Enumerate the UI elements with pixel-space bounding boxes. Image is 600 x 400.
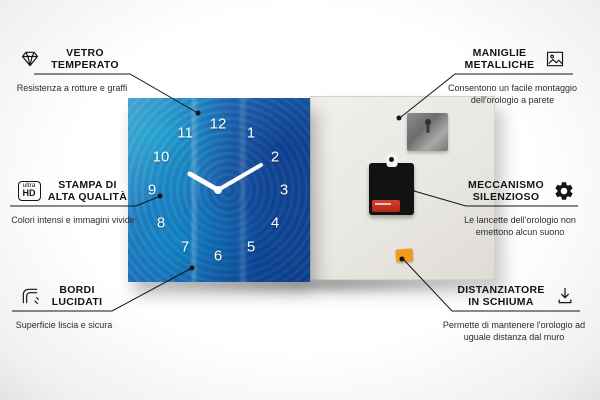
polished-edge-icon	[20, 286, 40, 306]
callout-desc: Permette di mantenere l'orologio ad ugua…	[442, 320, 586, 342]
callout-meccanismo-silenzioso: MECCANISMO SILENZIOSO Le lancette dell'o…	[455, 176, 585, 238]
gear-icon	[553, 180, 575, 202]
callout-vetro-temperato: VETRO TEMPERATO Resistenza a rotture e g…	[8, 44, 136, 95]
clock-number: 4	[270, 214, 280, 232]
callout-desc: Superficie liscia e sicura	[15, 320, 113, 330]
callout-maniglie-metalliche: MANIGLIE METALLICHE Consentono un facile…	[440, 44, 585, 106]
clock-number: 6	[213, 247, 223, 265]
callout-title: VETRO TEMPERATO	[51, 46, 119, 71]
foam-spacer-icon	[555, 286, 575, 306]
callout-stampa-alta-qualita: ultra HD STAMPA DI ALTA QUALITÀ Colori i…	[8, 176, 138, 227]
ultra-hd-icon: ultra HD	[17, 180, 41, 202]
callout-title: MECCANISMO SILENZIOSO	[468, 178, 544, 203]
callout-desc: Consentono un facile montaggio dell'orol…	[447, 83, 578, 105]
mechanism-hook	[386, 154, 397, 167]
callout-title: MANIGLIE METALLICHE	[464, 46, 535, 71]
callout-bordi-lucidati: BORDI LUCIDATI Superficie liscia e sicur…	[8, 281, 120, 332]
diamond-icon	[20, 49, 40, 69]
clock-front-panel: 12 1 2 3 4 5 6 7 8 9 10 11	[128, 98, 310, 282]
clock-number: 7	[180, 238, 190, 256]
clock-hands	[187, 163, 263, 194]
callout-desc: Resistenza a rotture e graffi	[16, 83, 128, 93]
foam-spacer	[395, 248, 414, 263]
clock-number: 2	[270, 148, 280, 166]
clock-mechanism	[369, 154, 414, 215]
clock-number: 3	[279, 181, 289, 199]
clock-number: 8	[156, 214, 166, 232]
clock-number: 11	[177, 124, 193, 142]
clock-number: 10	[152, 148, 170, 166]
callout-desc: Colori intensi e immagini vivide	[11, 215, 135, 225]
callout-title: BORDI LUCIDATI	[51, 283, 103, 308]
clock-number: 5	[246, 238, 256, 256]
hanger-hole	[424, 119, 431, 125]
clock-back-panel	[310, 96, 495, 280]
callout-desc: Le lancette dell'orologio non emettono a…	[464, 215, 576, 237]
battery	[372, 200, 400, 212]
callout-title: DISTANZIATORE IN SCHIUMA	[457, 283, 545, 308]
clock-number: 12	[209, 115, 227, 133]
picture-frame-icon	[545, 49, 565, 69]
clock-number: 9	[147, 181, 157, 199]
hanger-slot	[426, 124, 429, 133]
metal-hanger-plate	[407, 113, 448, 151]
clock-number: 1	[246, 124, 256, 142]
callout-title: STAMPA DI ALTA QUALITÀ	[47, 178, 128, 203]
callout-distanziatore-schiuma: DISTANZIATORE IN SCHIUMA Permette di man…	[440, 281, 588, 343]
